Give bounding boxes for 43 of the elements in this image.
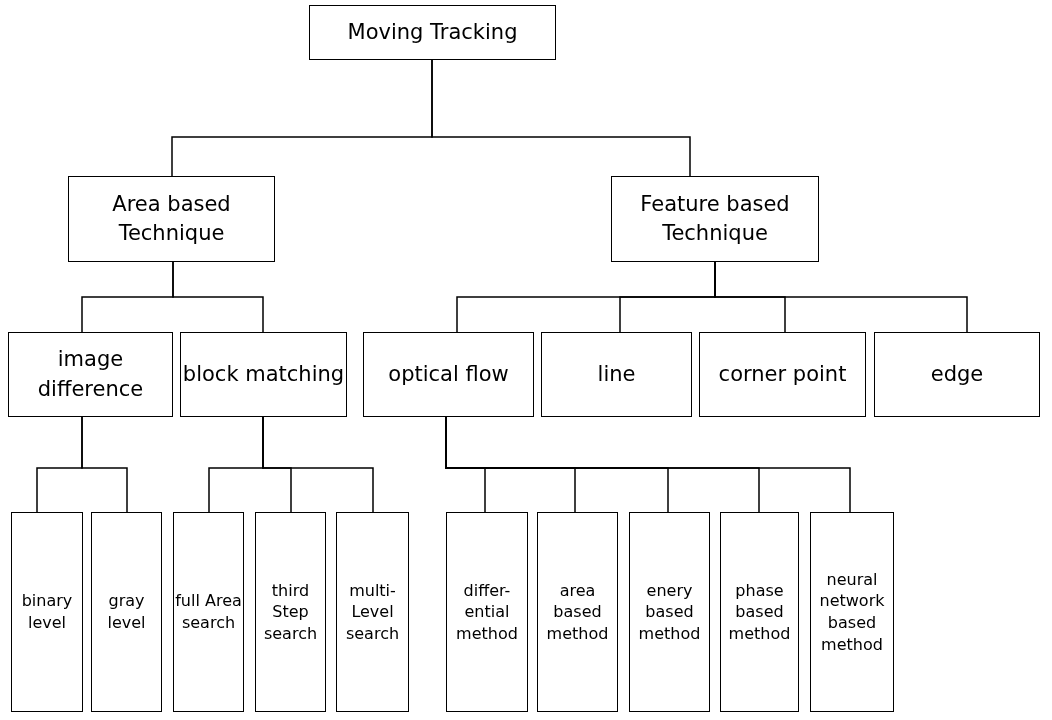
connector-line: [431, 59, 691, 177]
tree-node-box: [699, 332, 866, 417]
connector-line: [714, 261, 968, 333]
tree-node-box: [173, 512, 244, 712]
tree-node-box: [611, 176, 819, 262]
tree-node-box: [68, 176, 275, 262]
node-label: Feature based Technique: [639, 190, 791, 247]
tree-node-box: [363, 332, 534, 417]
tree-node-box: [11, 512, 83, 712]
tree-node-box: [91, 512, 162, 712]
node-label: differ- ential method: [455, 579, 519, 645]
connector-line: [262, 416, 374, 513]
tree-node-box: [541, 332, 692, 417]
tree-node-box: [255, 512, 326, 712]
node-label: area based method: [545, 579, 610, 645]
tree-node-box: [446, 512, 528, 712]
node-label: multi- Level search: [344, 579, 401, 645]
tree-node-box: [874, 332, 1040, 417]
node-label: Area based Technique: [111, 190, 232, 247]
node-label: edge: [930, 360, 984, 388]
node-label: enery based method: [637, 579, 702, 645]
tree-node-box: [629, 512, 710, 712]
tree-node-box: [720, 512, 799, 712]
node-label: block matching: [182, 360, 345, 388]
node-label: third Step search: [262, 579, 319, 645]
node-label: image difference: [36, 346, 145, 403]
node-label: full Area search: [175, 590, 242, 634]
tree-node-box: [537, 512, 618, 712]
tree-node-box: [180, 332, 347, 417]
node-label: gray level: [106, 590, 147, 634]
node-label: optical flow: [388, 360, 509, 388]
connector-line: [81, 416, 128, 513]
tree-node-box: [810, 512, 894, 712]
node-label: Moving Tracking: [347, 18, 518, 46]
tree-node-box: [309, 5, 556, 60]
tree-node-box: [8, 332, 173, 417]
tree-node-box: [336, 512, 409, 712]
node-label: corner point: [718, 360, 847, 388]
node-label: neural network based method: [818, 568, 886, 656]
node-label: line: [597, 360, 636, 388]
connector-line: [172, 261, 264, 333]
node-label: phase based method: [727, 579, 792, 645]
node-label: binary level: [20, 590, 74, 634]
